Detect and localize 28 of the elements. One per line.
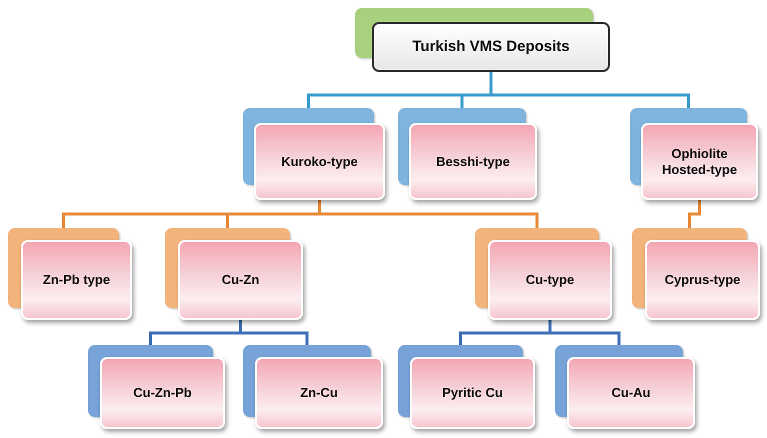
stacked-card [243, 345, 383, 429]
node-label: Cu-Au [610, 384, 652, 402]
stacked-card [398, 108, 537, 200]
stacked-card [632, 228, 760, 320]
stacked-card [398, 345, 535, 429]
node-label: Kuroko-type [280, 152, 359, 171]
connector-line [239, 320, 308, 345]
node-label: Cu-type [524, 271, 576, 290]
stacked-card [630, 108, 758, 200]
title-card [355, 8, 610, 72]
node-label: Cu-Zn [220, 271, 260, 290]
node-label: Zn-Cu [299, 384, 339, 402]
node-label: Turkish VMS Deposits [411, 37, 571, 57]
stacked-card [243, 108, 385, 200]
stacked-card [165, 228, 303, 320]
node-label: Cu-Zn-Pb [132, 384, 193, 402]
node-label: Zn-Pb type [42, 271, 112, 290]
node-label: Pyritic Cu [441, 384, 504, 402]
connector-line [688, 200, 701, 228]
node-label: Besshi-type [435, 152, 511, 171]
node-label: Cyprus-type [664, 271, 742, 290]
connector-line [490, 72, 690, 108]
stacked-card [475, 228, 612, 320]
stacked-card [555, 345, 695, 429]
node-label: Ophiolite Hosted-type [660, 144, 738, 179]
connector-line [548, 320, 620, 345]
stacked-card [88, 345, 225, 429]
stacked-card [8, 228, 132, 320]
